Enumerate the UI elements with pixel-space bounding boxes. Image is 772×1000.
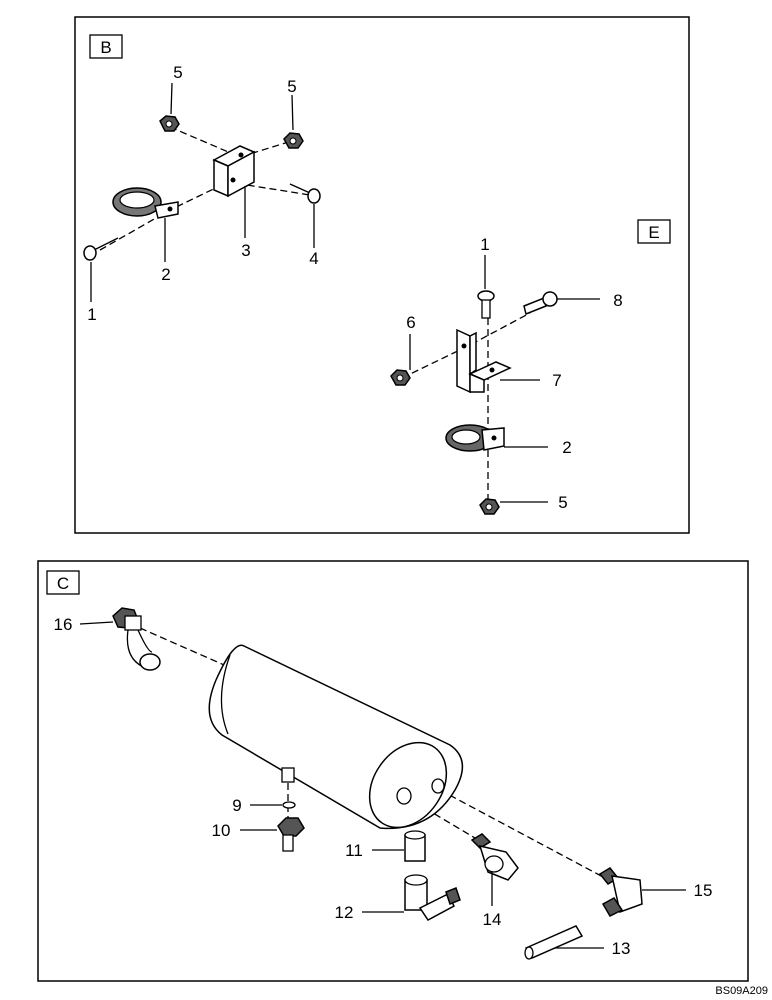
e-callout-5: 5: [558, 493, 567, 512]
c-callout-12: 12: [335, 903, 354, 922]
b-callout-4: 4: [309, 249, 318, 268]
panel-c-frame: [37, 560, 749, 982]
b-callout-5-left: 5: [173, 63, 182, 82]
b-bolt-1: [83, 237, 119, 261]
e-bolt-8: [523, 291, 558, 316]
figure-code: BS09A209: [715, 985, 768, 997]
b-bracket-3: [212, 145, 256, 198]
b-clamp-2: [112, 187, 179, 219]
c-callout-14: 14: [483, 910, 502, 929]
e-callout-7: 7: [552, 371, 561, 390]
b-leader-5-right: [291, 94, 294, 131]
c-leader-16: [79, 621, 114, 625]
b-assembly-line-1: [169, 126, 296, 158]
c-callout-9: 9: [232, 796, 241, 815]
e-callout-8: 8: [613, 291, 622, 310]
b-callout-1: 1: [87, 305, 96, 324]
panel-b-tag: B: [100, 38, 111, 57]
c-elbow-15: [598, 867, 643, 917]
c-drain-valve-16: [112, 607, 161, 671]
e-assembly-line-horizontal: [401, 312, 531, 379]
panel-e-tag: E: [648, 223, 659, 242]
c-callout-10: 10: [212, 821, 231, 840]
b-bolt-4: [289, 183, 321, 204]
c-callout-16: 16: [54, 615, 73, 634]
b-callout-3: 3: [241, 241, 250, 260]
c-air-tank: [208, 644, 464, 830]
e-bolt-1: [477, 290, 495, 319]
e-bracket-7: [456, 328, 512, 394]
c-elbow-12: [404, 874, 461, 921]
c-tube-13: [524, 925, 584, 960]
panel-c-tag: C: [57, 574, 69, 593]
panel-b: B: [74, 16, 690, 534]
panel-b-tag-box: [89, 34, 123, 59]
b-leader-5-left: [170, 82, 173, 115]
e-callout-1: 1: [480, 235, 489, 254]
c-callout-11: 11: [345, 841, 363, 860]
e-callout-2: 2: [562, 438, 571, 457]
c-o-ring-9: [282, 801, 296, 809]
e-clamp-2: [445, 424, 505, 452]
b-callout-2: 2: [161, 265, 170, 284]
b-assembly-line-2: [99, 181, 311, 251]
panel-e-tag-box: [637, 219, 671, 244]
c-sleeve-11: [404, 830, 426, 862]
e-callout-6: 6: [406, 313, 415, 332]
c-elbow-14: [470, 833, 519, 881]
c-plug-10: [277, 817, 305, 852]
panel-c: C: [37, 560, 749, 982]
c-assembly-line-tank-15: [439, 789, 606, 879]
b-callout-5-right: 5: [287, 77, 296, 96]
c-callout-13: 13: [612, 939, 631, 958]
panel-c-tag-box: [46, 570, 80, 595]
panel-e: E: [390, 219, 671, 515]
panel-b-frame: [74, 16, 690, 534]
c-callout-15: 15: [694, 881, 713, 900]
